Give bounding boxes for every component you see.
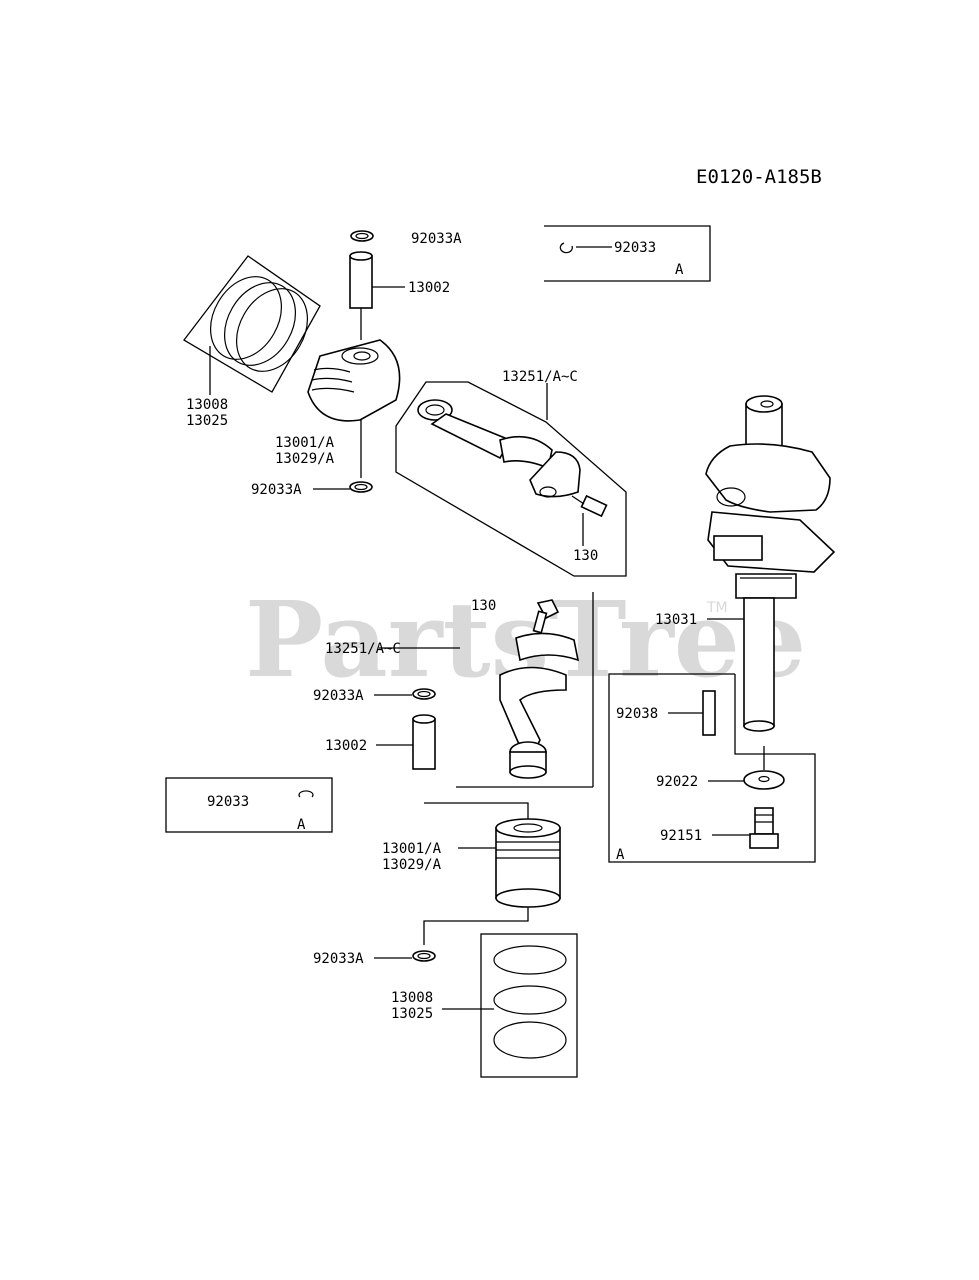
inset-left-part[interactable]: 92033 [207,794,249,810]
piston-rings-top[interactable] [183,255,322,393]
label-bolt-mid[interactable]: 130 [471,598,496,614]
label-snap-ring-top-lower[interactable]: 92033A [251,482,302,498]
snap-ring-lower[interactable] [412,950,436,962]
snap-ring-top-lower[interactable] [349,481,373,493]
label-piston-top-2[interactable]: 13029/A [275,451,335,467]
crankshaft-bolt[interactable] [749,807,779,849]
washer[interactable] [743,770,785,790]
label-piston-top-1[interactable]: 13001/A [275,435,335,451]
label-rings-top-1[interactable]: 13008 [186,397,228,413]
inset-snap-ring-left: 92033 A [165,777,333,833]
inset-crankshaft-end: A [608,673,816,863]
snap-ring-icon [559,242,573,254]
inset-snap-ring-top: 92033 A [544,225,711,282]
label-rings-low-1[interactable]: 13008 [391,990,433,1006]
rod-bolt-top[interactable] [571,494,608,518]
woodruff-key[interactable] [702,690,716,736]
snap-ring-icon [298,790,314,798]
label-piston-low-2[interactable]: 13029/A [382,857,442,873]
snap-ring-top[interactable] [350,230,374,242]
piston-rings-lower[interactable] [480,933,578,1078]
crankshaft[interactable] [705,395,836,732]
label-rod-top[interactable]: 13251/A~C [502,369,578,385]
label-piston-low-1[interactable]: 13001/A [382,841,442,857]
label-bolt-top[interactable]: 130 [573,548,598,564]
inset-top-variant: A [675,262,684,278]
connecting-rod-mid[interactable] [499,632,580,779]
rod-bolt-mid[interactable] [532,599,560,634]
piston-pin-mid[interactable] [412,714,436,770]
label-pin-top[interactable]: 13002 [408,280,450,296]
label-snap-ring-top[interactable]: 92033A [411,231,462,247]
label-rod-mid[interactable]: 13251/A~C [325,641,401,657]
label-rings-top-2[interactable]: 13025 [186,413,228,429]
piston-pin-top[interactable] [349,251,373,309]
snap-ring-mid[interactable] [412,688,436,700]
watermark-trademark: TM [706,600,728,616]
inset-crank-variant: A [616,847,625,863]
piston-lower[interactable] [495,818,561,908]
inset-left-variant: A [297,817,306,833]
label-crankshaft-bolt[interactable]: 92151 [660,828,702,844]
connecting-rod-top[interactable] [395,381,627,577]
diagram-code: E0120-A185B [696,166,822,188]
label-snap-ring-mid[interactable]: 92033A [313,688,364,704]
label-pin-mid[interactable]: 13002 [325,738,367,754]
label-snap-ring-lower[interactable]: 92033A [313,951,364,967]
label-rings-low-2[interactable]: 13025 [391,1006,433,1022]
label-washer[interactable]: 92022 [656,774,698,790]
piston-top[interactable] [307,339,401,422]
label-crankshaft[interactable]: 13031 [655,612,697,628]
inset-top-part[interactable]: 92033 [614,240,656,256]
label-key[interactable]: 92038 [616,706,658,722]
